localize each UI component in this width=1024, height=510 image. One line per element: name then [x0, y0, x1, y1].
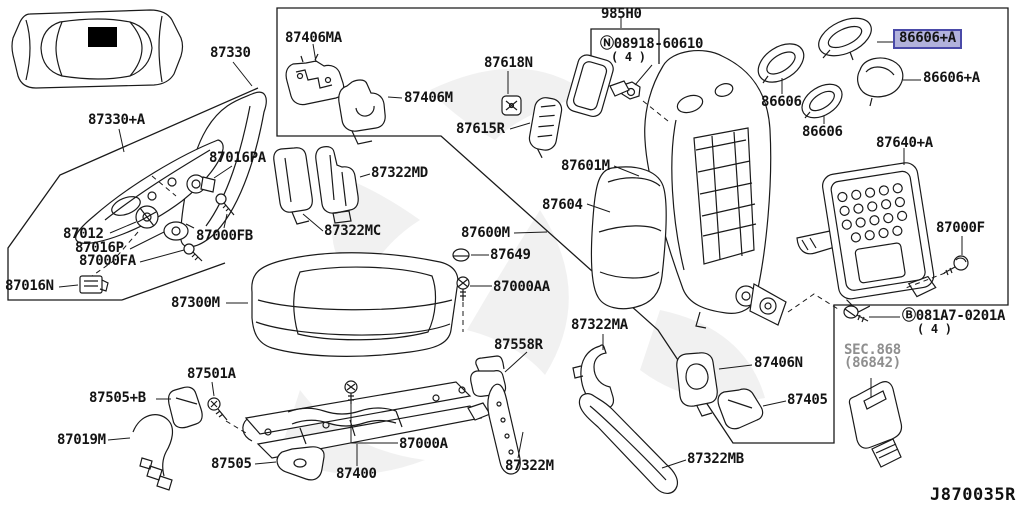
inset-box-lines: [7, 87, 259, 301]
part-label-87501a[interactable]: 87501A: [187, 366, 236, 382]
seat-position-marker: [88, 27, 117, 47]
lower-trims: [470, 344, 764, 494]
section-ref-868-line1[interactable]: SEC.868: [844, 342, 901, 358]
part-label-87300m[interactable]: 87300M: [171, 295, 220, 311]
panel-holes: [837, 183, 908, 243]
car-top-view: [11, 9, 184, 89]
part-label-87400[interactable]: 87400: [336, 466, 377, 482]
part-label-87322mc[interactable]: 87322MC: [324, 223, 381, 239]
part-label-87000fa[interactable]: 87000FA: [79, 253, 136, 269]
part-label-87322mb[interactable]: 87322MB: [687, 451, 744, 467]
part-label-86606a-2[interactable]: 86606+A: [923, 70, 980, 86]
qty-label-08918: ( 4 ): [611, 50, 646, 64]
part-label-87618n[interactable]: 87618N: [484, 55, 533, 71]
part-label-86606a-highlighted[interactable]: 86606+A: [893, 29, 962, 49]
part-label-985h0[interactable]: 985H0: [601, 6, 642, 22]
part-label-87016n[interactable]: 87016N: [5, 278, 54, 294]
hardware: [273, 53, 969, 468]
headrest-bezels: [757, 17, 904, 119]
leader-lines: [58, 18, 963, 469]
part-label-86606-2[interactable]: 86606: [802, 124, 843, 140]
part-label-87000fb[interactable]: 87000FB: [196, 228, 253, 244]
part-label-87649[interactable]: 87649: [490, 247, 531, 263]
part-label-87322md[interactable]: 87322MD: [371, 165, 428, 181]
part-label-87016p[interactable]: 87016P: [75, 240, 124, 256]
part-label-87000aa[interactable]: 87000AA: [493, 279, 550, 295]
part-label-86606-1[interactable]: 86606: [761, 94, 802, 110]
part-label-87322ma[interactable]: 87322MA: [571, 317, 628, 333]
seat-frame: [132, 381, 491, 491]
recliner-parts: [79, 174, 235, 294]
seatback-pad: [590, 166, 667, 310]
part-label-87600m[interactable]: 87600M: [461, 225, 510, 241]
part-label-87406n[interactable]: 87406N: [754, 355, 803, 371]
seatback-shell: [644, 49, 787, 329]
part-label-87604[interactable]: 87604: [542, 197, 583, 213]
part-label-87601m[interactable]: 87601M: [561, 158, 610, 174]
part-label-87505[interactable]: 87505: [211, 456, 252, 472]
part-label-08918-60610[interactable]: Ⓝ08918-60610: [600, 36, 704, 52]
part-label-87558r[interactable]: 87558R: [494, 337, 543, 353]
part-label-87505b[interactable]: 87505+B: [89, 390, 146, 406]
part-label-87615r[interactable]: 87615R: [456, 121, 505, 137]
dashed-lines: [91, 100, 946, 434]
part-label-87330[interactable]: 87330: [210, 45, 251, 61]
part-label-081a7-0201a[interactable]: Ⓑ081A7-0201A: [902, 308, 1006, 324]
part-label-87330a[interactable]: 87330+A: [88, 112, 145, 128]
part-label-87406ma[interactable]: 87406MA: [285, 30, 342, 46]
part-label-87322m[interactable]: 87322M: [505, 458, 554, 474]
part-label-87000f[interactable]: 87000F: [936, 220, 985, 236]
section-ref-868-line2[interactable]: (86842): [844, 355, 901, 371]
qty-label-081a7: ( 4 ): [917, 322, 952, 336]
diagram-code: J870035R: [930, 485, 1016, 505]
part-label-87000a[interactable]: 87000A: [399, 436, 448, 452]
back-panel: [796, 162, 937, 313]
seat-cushion: [251, 252, 459, 357]
part-label-87406m[interactable]: 87406M: [404, 90, 453, 106]
seat-side-finisher: [75, 91, 267, 248]
part-label-87019m[interactable]: 87019M: [57, 432, 106, 448]
part-label-87640a[interactable]: 87640+A: [876, 135, 933, 151]
part-label-87405[interactable]: 87405: [787, 392, 828, 408]
part-label-87012[interactable]: 87012: [63, 226, 104, 242]
part-label-87016pa[interactable]: 87016PA: [209, 150, 266, 166]
